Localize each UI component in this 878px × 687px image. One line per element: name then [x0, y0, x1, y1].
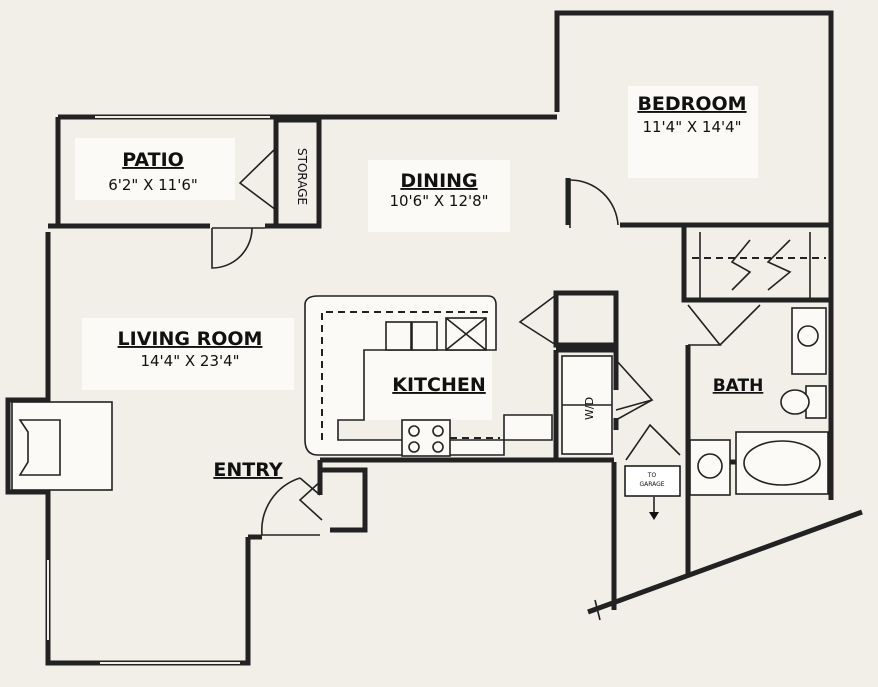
fireplace	[11, 401, 113, 491]
living-name: LIVING ROOM	[118, 328, 263, 350]
storage-label: STORAGE	[295, 148, 309, 205]
fireplace-firebox	[18, 419, 61, 476]
patio-label-bg	[75, 138, 235, 200]
doors	[211, 147, 792, 536]
living-label-bg	[82, 318, 294, 390]
bedroom-label-bg	[628, 86, 758, 178]
dining-name: DINING	[400, 170, 477, 192]
dining-dims: 10'6" X 12'8"	[389, 192, 488, 210]
bedroom-dims: 11'4" X 14'4"	[642, 118, 741, 136]
kitchen-name: KITCHEN	[392, 374, 485, 396]
entry-name: ENTRY	[213, 459, 282, 481]
sink-left	[385, 321, 412, 351]
kitchen-counter	[304, 295, 553, 456]
bedroom-name: BEDROOM	[637, 93, 746, 115]
living-dims: 14'4" X 23'4"	[140, 352, 239, 370]
toilet-bowl	[780, 389, 810, 415]
room-labels: PATIO 6'2" X 11'6" DINING 10'6" X 12'8" …	[108, 93, 763, 488]
fixtures	[11, 232, 829, 520]
garage-sign	[624, 465, 681, 497]
bath-name: BATH	[713, 376, 764, 396]
bath-vanity	[791, 307, 827, 375]
garage-label-line2: GARAGE	[639, 481, 664, 488]
garage-label-line1: TO	[647, 472, 657, 479]
dining-label-bg	[368, 160, 510, 232]
bathtub	[735, 431, 829, 495]
patio-name: PATIO	[122, 149, 184, 171]
washer-dryer-label: W/D	[583, 397, 596, 420]
exterior-walls	[5, 10, 863, 666]
second-sink	[689, 439, 731, 496]
sink-right	[411, 321, 438, 351]
stove	[401, 419, 451, 457]
patio-dims: 6'2" X 11'6"	[108, 176, 198, 194]
kitchen-label-bg	[362, 350, 492, 420]
interior-walls	[48, 117, 832, 533]
